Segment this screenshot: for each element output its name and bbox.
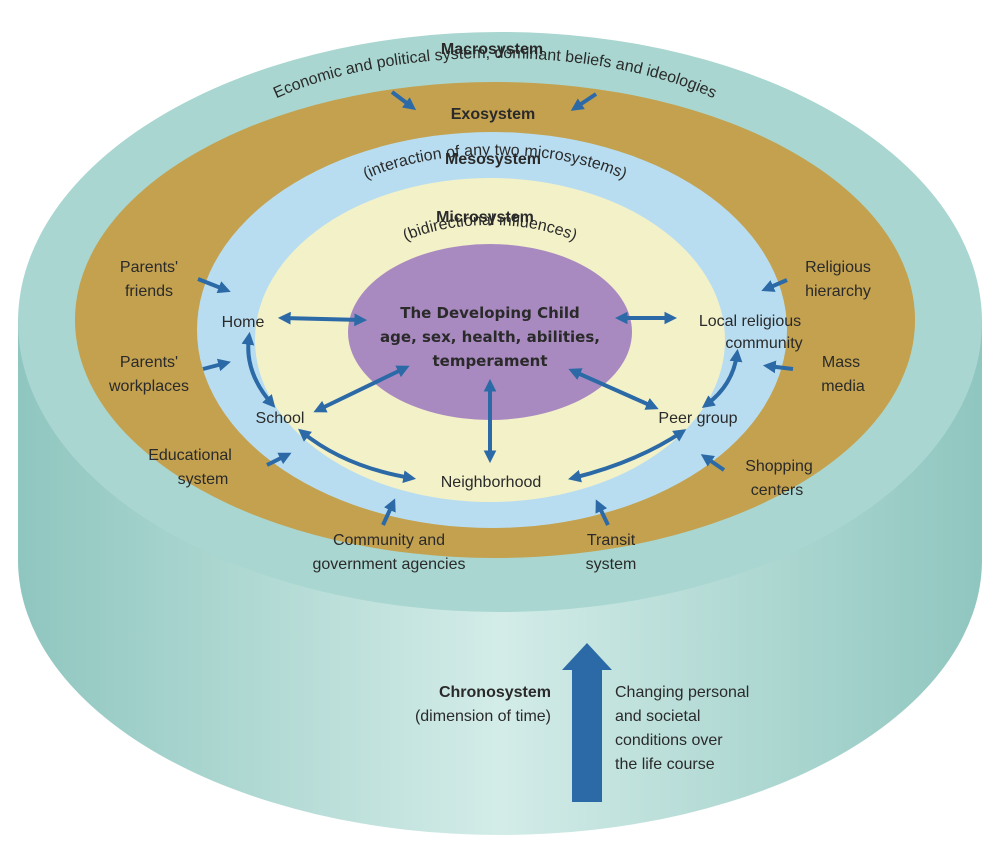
child-line-3: temperament xyxy=(432,352,547,370)
parents-workplaces-label-2: workplaces xyxy=(108,378,189,395)
chronosystem-arrow-head xyxy=(562,643,612,670)
child-line-1: The Developing Child xyxy=(400,304,580,322)
parents-workplaces-label-1: Parents' xyxy=(120,354,178,371)
chronosystem-description-1: Changing personal xyxy=(615,684,749,701)
school-label: School xyxy=(256,410,305,427)
religious-hierarchy-label-1: Religious xyxy=(805,259,871,276)
transit-system-arrow xyxy=(595,499,610,526)
neighborhood-label: Neighborhood xyxy=(441,474,542,491)
school-neighborhood-arrow xyxy=(298,428,417,484)
shopping-centers-label-1: Shopping xyxy=(745,458,813,475)
community-agencies-label-1: Community and xyxy=(333,532,445,549)
chronosystem-title: Chronosystem xyxy=(439,684,551,701)
home-label: Home xyxy=(222,314,265,331)
educational-system-label-1: Educational xyxy=(148,447,232,464)
community-agencies-label-2: government agencies xyxy=(313,556,466,573)
educational-system-label-2: system xyxy=(178,471,229,488)
macro-right-arrow xyxy=(570,92,598,111)
peer-group-label: Peer group xyxy=(658,410,737,427)
mesosystem-title: Mesosystem xyxy=(445,151,541,168)
home-child-arrow xyxy=(277,311,368,327)
chronosystem-description-3: conditions over xyxy=(615,732,723,749)
macrosystem-title: Macrosystem xyxy=(441,41,543,58)
parents-friends-arrow xyxy=(197,277,231,294)
chronosystem-description-2: and societal xyxy=(615,708,700,725)
transit-system-label-1: Transit xyxy=(587,532,636,549)
chronosystem-description-4: the life course xyxy=(615,756,715,773)
religious-peer-arrow xyxy=(701,348,743,409)
religious-hierarchy-arrow xyxy=(761,278,788,292)
educational-system-arrow xyxy=(266,452,292,467)
exosystem-title: Exosystem xyxy=(451,106,536,123)
local-religious-community-label: community xyxy=(725,335,802,352)
child-line-2: age, sex, health, abilities, xyxy=(380,328,600,346)
religious-hierarchy-label-2: hierarchy xyxy=(805,283,871,300)
microsystem-title: Microsystem xyxy=(436,209,534,226)
chronosystem-subtitle: (dimension of time) xyxy=(415,708,551,725)
neighborhood-peer-arrow xyxy=(568,429,687,483)
transit-system-label-2: system xyxy=(586,556,637,573)
school-child-arrow xyxy=(313,365,410,413)
mass-media-arrow xyxy=(762,360,794,374)
mass-media-label-1: Mass xyxy=(822,354,860,371)
shopping-centers-arrow xyxy=(700,454,726,472)
parents-friends-label-2: friends xyxy=(125,283,173,300)
mass-media-label-2: media xyxy=(821,378,865,395)
parents-workplaces-arrow xyxy=(202,358,231,372)
home-school-arrow xyxy=(241,331,276,408)
child-peer-arrow xyxy=(568,368,659,410)
local-religious-label: Local religious xyxy=(699,313,801,330)
developing-child-core xyxy=(348,244,632,420)
chronosystem-arrow-shaft xyxy=(572,668,602,802)
macro-left-arrow xyxy=(390,90,417,111)
community-agencies-arrow xyxy=(381,498,396,526)
parents-friends-label-1: Parents' xyxy=(120,259,178,276)
shopping-centers-label-2: centers xyxy=(751,482,803,499)
